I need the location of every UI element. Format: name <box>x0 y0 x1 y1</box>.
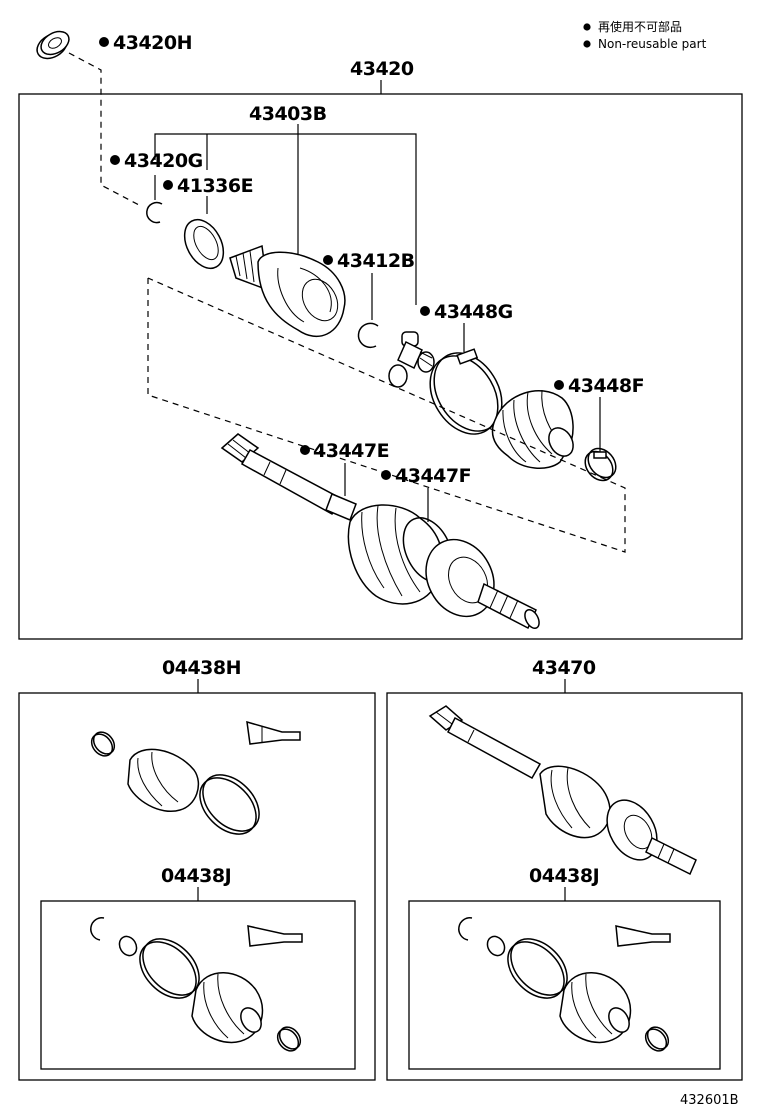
non-reusable-marker-icon <box>163 180 173 190</box>
drive-shaft-43470[interactable] <box>428 705 697 876</box>
kit-box-04438J-right <box>408 900 721 1070</box>
exploded-view-envelope <box>147 277 626 553</box>
callout-43420G[interactable]: 43420G <box>124 150 203 172</box>
non-reusable-marker-icon <box>420 306 430 316</box>
callout-43412B[interactable]: 43412B <box>337 250 415 272</box>
bracket-43403B <box>154 133 417 305</box>
kit-box-04438H <box>18 692 376 1081</box>
callout-43447F[interactable]: 43447F <box>395 465 472 487</box>
snap-ring-43420G[interactable] <box>146 201 163 224</box>
callout-43420H[interactable]: 43420H <box>113 32 193 54</box>
inboard-joint-housing[interactable] <box>229 244 346 338</box>
outboard-cv-joint[interactable] <box>413 528 542 631</box>
kit-04438J-right-parts[interactable] <box>458 917 673 1055</box>
non-reusable-marker-icon <box>554 380 564 390</box>
kit-04438J-left-parts[interactable] <box>90 917 305 1055</box>
non-reusable-marker-icon <box>300 445 310 455</box>
legend-bullet-icon <box>583 40 591 48</box>
non-reusable-marker-icon <box>381 470 391 480</box>
outboard-boot[interactable] <box>347 504 462 605</box>
callout-43448F[interactable]: 43448F <box>568 375 645 397</box>
assembly-box-43420 <box>18 93 743 640</box>
callout-43447E[interactable]: 43447E <box>313 440 390 462</box>
kit-04438H-parts[interactable] <box>87 720 301 845</box>
oil-seal-43420H[interactable] <box>33 27 73 64</box>
inboard-boot[interactable] <box>491 389 579 469</box>
legend-jp: 再使用不可部品 <box>598 19 682 34</box>
callout-04438J-left[interactable]: 04438J <box>161 865 232 887</box>
callout-43448G[interactable]: 43448G <box>434 301 513 323</box>
callout-43403B[interactable]: 43403B <box>249 103 327 125</box>
snap-ring-43412B[interactable] <box>357 322 379 349</box>
diagram-code: 432601B <box>680 1093 739 1108</box>
boot-clamp-43448F[interactable] <box>580 443 622 486</box>
drive-shaft-main[interactable] <box>220 433 357 521</box>
callout-43420[interactable]: 43420 <box>350 58 414 80</box>
seal-ring-41336E[interactable] <box>177 213 231 275</box>
tripod-joint[interactable] <box>388 331 435 388</box>
callout-43470[interactable]: 43470 <box>532 657 596 679</box>
non-reusable-marker-icon <box>110 155 120 165</box>
legend-en: Non-reusable part <box>598 37 707 51</box>
legend: 再使用不可部品 Non-reusable part <box>583 19 707 51</box>
leader-43420H <box>68 52 140 206</box>
legend-bullet-icon <box>583 23 591 31</box>
callout-04438J-right[interactable]: 04438J <box>529 865 600 887</box>
callout-41336E[interactable]: 41336E <box>177 175 254 197</box>
assembly-box-43470 <box>386 692 743 1081</box>
non-reusable-marker-icon <box>323 255 333 265</box>
callout-04438H[interactable]: 04438H <box>162 657 242 679</box>
non-reusable-marker-icon <box>99 37 109 47</box>
kit-box-04438J-left <box>40 900 356 1070</box>
